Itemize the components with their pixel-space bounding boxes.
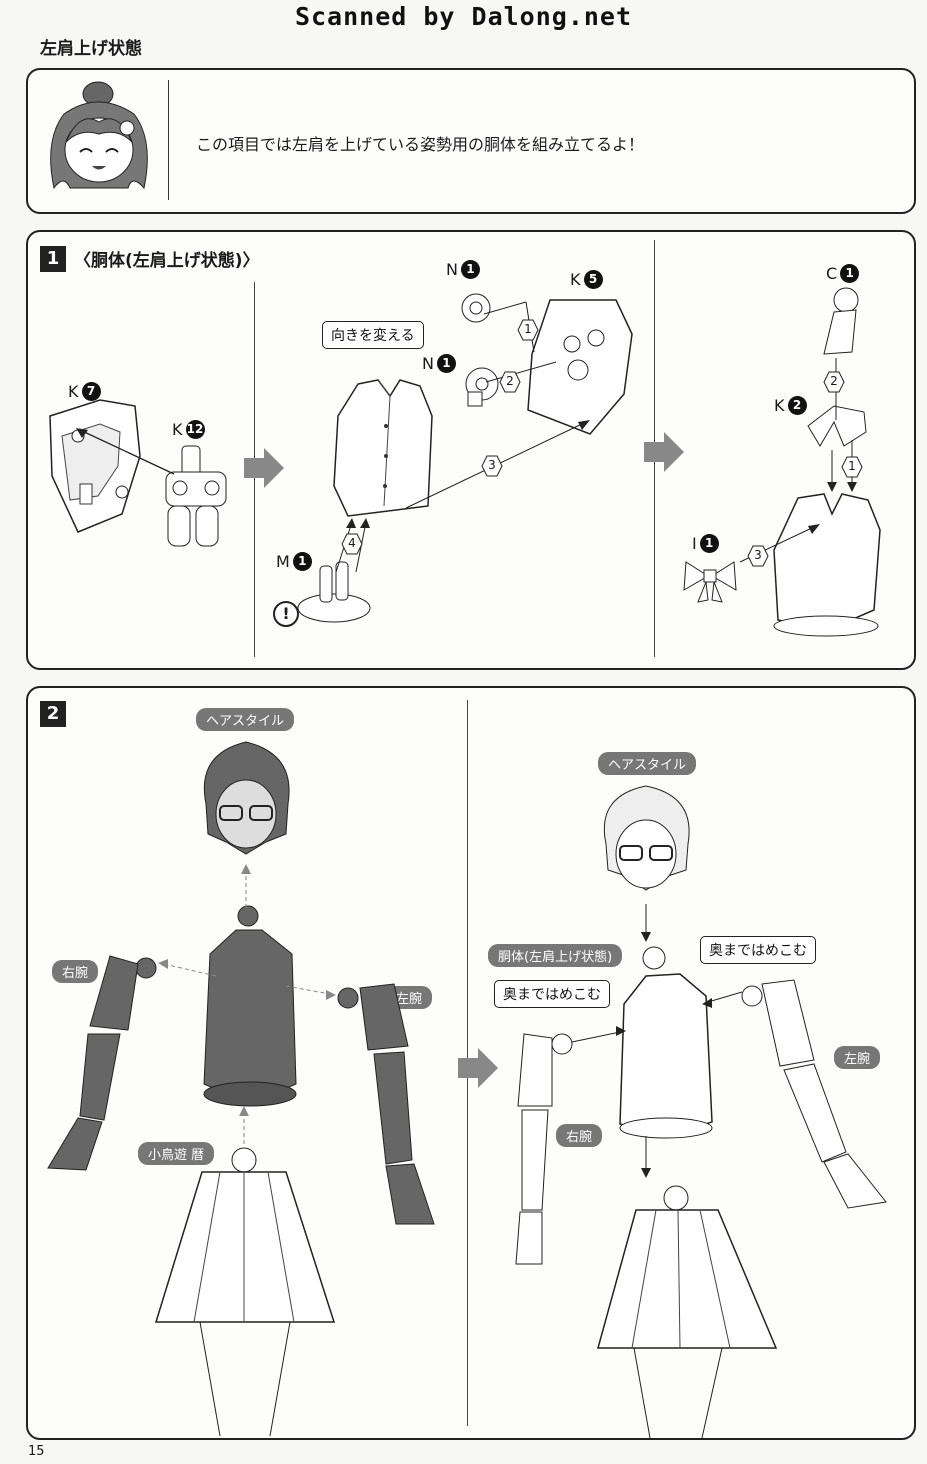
page-number: 15 — [28, 1444, 45, 1459]
intro-box — [26, 68, 916, 214]
step-order-label: 1 — [848, 459, 856, 473]
neck-part-illustration — [823, 287, 859, 355]
caution-mark: ! — [282, 604, 290, 623]
note-push-in-left: 奥まではめこむ — [494, 980, 610, 1008]
part-m1-stand-illustration — [297, 561, 371, 623]
label-right-arm: 右腕 — [556, 1124, 603, 1147]
intro-title: 左肩上げ状態 — [40, 39, 142, 59]
step-order-marker — [841, 456, 863, 478]
right-arm-dark-illustration — [47, 955, 157, 1171]
torso-dark-illustration — [203, 905, 297, 1107]
assembly-arrows-step2-right — [571, 904, 743, 1178]
flow-arrow-icon — [244, 448, 284, 488]
step-order-marker — [499, 371, 521, 393]
skirt-legs-illustration — [154, 1147, 336, 1437]
assembly-arrow-k12-to-k7 — [76, 428, 175, 475]
flow-arrow-icon — [644, 432, 684, 472]
label-left-arm: 左腕 — [834, 1046, 881, 1069]
right-arm-white-illustration — [515, 1033, 573, 1265]
assembly-arrows-step1b — [335, 301, 590, 573]
label-hairstyle: ヘアスタイル — [598, 752, 697, 775]
torso-shell-illustration — [333, 379, 433, 517]
step-order-marker — [823, 371, 845, 393]
step-order-marker — [517, 319, 539, 341]
assembly-arrows-step2-left — [158, 864, 336, 1144]
skirt-legs-illustration — [597, 1185, 778, 1439]
ribbon-part-illustration — [683, 561, 737, 603]
step-order-marker — [747, 545, 769, 567]
torso-white-illustration — [619, 946, 713, 1139]
label-torso: 胴体(左肩上げ状態) — [488, 944, 623, 967]
intro-description: この項目では左肩を上げている姿勢用の胴体を組み立てるよ！ — [196, 135, 645, 154]
label-character: 小鳥遊 暦 — [138, 1142, 215, 1165]
step2-number: 2 — [40, 701, 66, 727]
part-n1-illustration — [465, 367, 499, 407]
step-order-label: 3 — [754, 548, 762, 562]
hairstyle-head-illustration — [203, 741, 290, 855]
step-order-label: 2 — [830, 374, 838, 388]
step1-title: 〈胴体(左肩上げ状態)〉 — [74, 251, 260, 271]
step-order-label: 1 — [524, 322, 532, 336]
left-arm-dark-illustration — [337, 983, 435, 1225]
step-order-marker — [341, 533, 363, 555]
part-n1-illustration — [461, 293, 491, 323]
turn-note: 向きを変える — [322, 321, 424, 349]
intro-divider — [168, 80, 169, 200]
watermark-text: Scanned by Dalong.net — [294, 2, 633, 31]
step-order-label: 4 — [348, 536, 356, 550]
assembly-arrows-step1c — [739, 358, 857, 563]
mascot-icon — [50, 81, 148, 190]
step-order-marker — [481, 455, 503, 477]
note-push-in-right: 奥まではめこむ — [700, 936, 816, 964]
flow-arrow-icon — [458, 1048, 498, 1088]
part-k7-illustration — [49, 399, 141, 533]
hairstyle-head-illustration — [603, 785, 690, 891]
part-k5-illustration — [527, 299, 633, 435]
label-right-arm: 右腕 — [52, 960, 99, 983]
collar-part-illustration — [807, 405, 867, 447]
step-order-label: 3 — [488, 458, 496, 472]
caution-icon — [273, 601, 299, 627]
left-arm-white-illustration — [741, 979, 887, 1209]
part-k12-illustration — [165, 445, 227, 547]
step1-number: 1 — [40, 246, 66, 272]
label-hairstyle: ヘアスタイル — [196, 708, 295, 731]
step-order-label: 2 — [506, 374, 514, 388]
vest-torso-illustration — [773, 493, 881, 637]
